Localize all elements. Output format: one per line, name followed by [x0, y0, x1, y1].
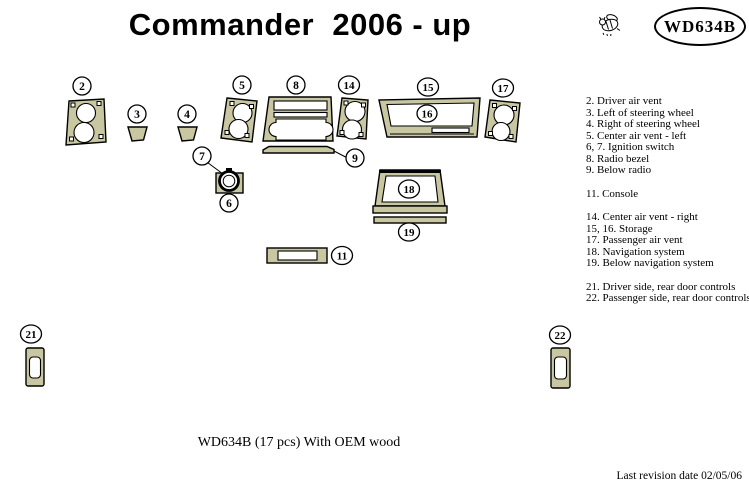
part-console — [266, 247, 328, 264]
part-center-air-vent-left — [220, 97, 258, 143]
legend-item: 2. Driver air vent — [586, 95, 662, 107]
callout-22: 22 — [548, 325, 572, 345]
part-passenger-air-vent — [484, 99, 521, 143]
callout-3: 3 — [127, 104, 147, 124]
svg-text:2: 2 — [79, 81, 85, 93]
callout-17: 17 — [491, 78, 515, 98]
svg-text:6: 6 — [226, 198, 232, 210]
svg-text:7: 7 — [199, 151, 205, 163]
legend-group-1: 2. Driver air vent 3. Left of steering w… — [586, 95, 749, 177]
part-below-navigation-system — [373, 216, 447, 224]
kit-description: WD634B (17 pcs) With OEM wood — [197, 435, 401, 450]
svg-text:3: 3 — [134, 109, 140, 121]
callout-16: 16 — [416, 104, 438, 123]
svg-text:11: 11 — [337, 251, 347, 263]
part-left-of-steering-wheel — [127, 126, 148, 142]
svg-text:8: 8 — [293, 80, 299, 92]
legend-item: 8. Radio bezel — [586, 152, 650, 165]
legend-item: 9. Below radio — [586, 164, 652, 176]
svg-text:16: 16 — [422, 109, 434, 121]
callout-19: 19 — [397, 222, 421, 242]
svg-text:9: 9 — [352, 153, 358, 165]
part-driver-rear-door-controls — [25, 347, 45, 387]
svg-text:22: 22 — [555, 330, 567, 342]
svg-text:18: 18 — [404, 184, 416, 196]
legend-group-3: 14. Center air vent - right 15, 16. Stor… — [586, 211, 749, 270]
kit-code-badge: WD634B — [654, 7, 746, 46]
legend-item: 14. Center air vent - right — [586, 211, 698, 223]
svg-text:19: 19 — [404, 227, 416, 239]
callout-21: 21 — [19, 324, 43, 344]
legend-group-2: 11. Console — [586, 187, 749, 201]
part-ignition-switch — [207, 162, 244, 194]
legend-item: 4. Right of steering wheel — [586, 118, 700, 130]
part-radio-bezel — [262, 96, 334, 142]
legend-item: 19. Below navigation system — [586, 257, 714, 269]
callout-14: 14 — [337, 75, 361, 95]
part-below-radio — [262, 145, 346, 158]
part-center-air-vent-right — [336, 97, 369, 140]
parts-legend: 2. Driver air vent 3. Left of steering w… — [586, 95, 749, 317]
callout-18: 18 — [397, 179, 421, 199]
legend-item: 11. Console — [586, 187, 639, 200]
legend-item: 17. Passenger air vent — [586, 234, 683, 246]
callout-7: 7 — [192, 146, 212, 166]
svg-text:15: 15 — [423, 82, 435, 94]
legend-group-4: 21. Driver side, rear door controls 22. … — [586, 280, 749, 305]
callout-6: 6 — [219, 193, 239, 213]
legend-item: 21. Driver side, rear door controls — [586, 280, 736, 293]
callout-9: 9 — [345, 148, 365, 168]
svg-text:4: 4 — [184, 109, 190, 121]
legend-item: 22. Passenger side, rear door controls — [586, 292, 749, 304]
svg-text:14: 14 — [344, 80, 356, 92]
legend-item: 5. Center air vent - left — [586, 129, 687, 142]
svg-text:21: 21 — [26, 329, 37, 341]
svg-text:17: 17 — [498, 83, 510, 95]
callout-8: 8 — [286, 75, 306, 95]
part-passenger-rear-door-controls — [550, 347, 571, 389]
legend-item: 15, 16. Storage — [586, 222, 653, 235]
revision-date: Last revision date 02/05/06 — [616, 470, 742, 482]
svg-text:5: 5 — [239, 80, 245, 92]
callout-15: 15 — [416, 77, 440, 97]
part-right-of-steering-wheel — [177, 126, 198, 142]
kit-code-label: WD634B — [663, 16, 737, 36]
callout-5: 5 — [232, 75, 252, 95]
callout-4: 4 — [177, 104, 197, 124]
page-title: Commander 2006 - up — [128, 7, 472, 42]
legend-item: 6, 7. Ignition switch — [586, 141, 675, 153]
legend-item: 3. Left of steering wheel — [586, 106, 694, 119]
part-driver-air-vent — [65, 98, 107, 146]
legend-item: 18. Navigation system — [586, 245, 685, 258]
callout-11: 11 — [330, 245, 354, 266]
callout-2: 2 — [72, 76, 92, 96]
bee-icon — [599, 14, 621, 37]
